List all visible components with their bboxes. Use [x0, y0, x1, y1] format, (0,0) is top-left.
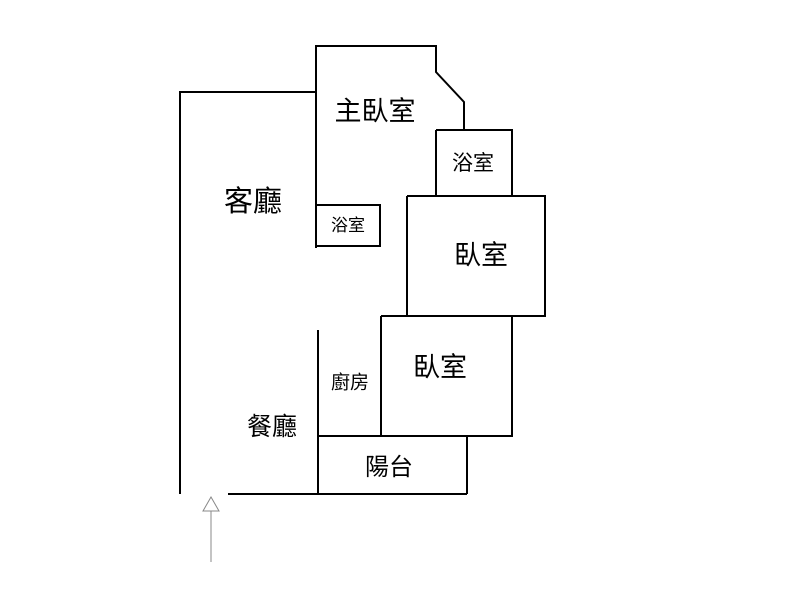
- label-master-bedroom: 主臥室: [335, 97, 416, 128]
- label-master-bath: 浴室: [452, 151, 494, 175]
- wall-balcony: [318, 435, 468, 494]
- wall-outer-left: [179, 91, 316, 494]
- wall-master-bedroom: [315, 45, 465, 248]
- label-small-bath: 浴室: [331, 216, 365, 236]
- wall-bedroom-1: [406, 195, 546, 317]
- wall-small-bath: [316, 204, 381, 247]
- room-labels: 主臥室 浴室 客廳 浴室 臥室 臥室 廚房 餐廳 陽台: [224, 97, 508, 482]
- up-arrow-icon: [202, 495, 220, 562]
- label-kitchen: 廚房: [331, 371, 369, 394]
- entrance-arrow-head: [202, 495, 220, 512]
- label-bedroom-1: 臥室: [454, 241, 508, 272]
- label-bedroom-2: 臥室: [413, 353, 467, 384]
- wall-bedroom-2: [380, 315, 513, 437]
- walls: [179, 45, 546, 495]
- label-balcony: 陽台: [365, 453, 413, 481]
- label-living-room: 客廳: [224, 184, 282, 218]
- label-dining-room: 餐廳: [247, 412, 297, 441]
